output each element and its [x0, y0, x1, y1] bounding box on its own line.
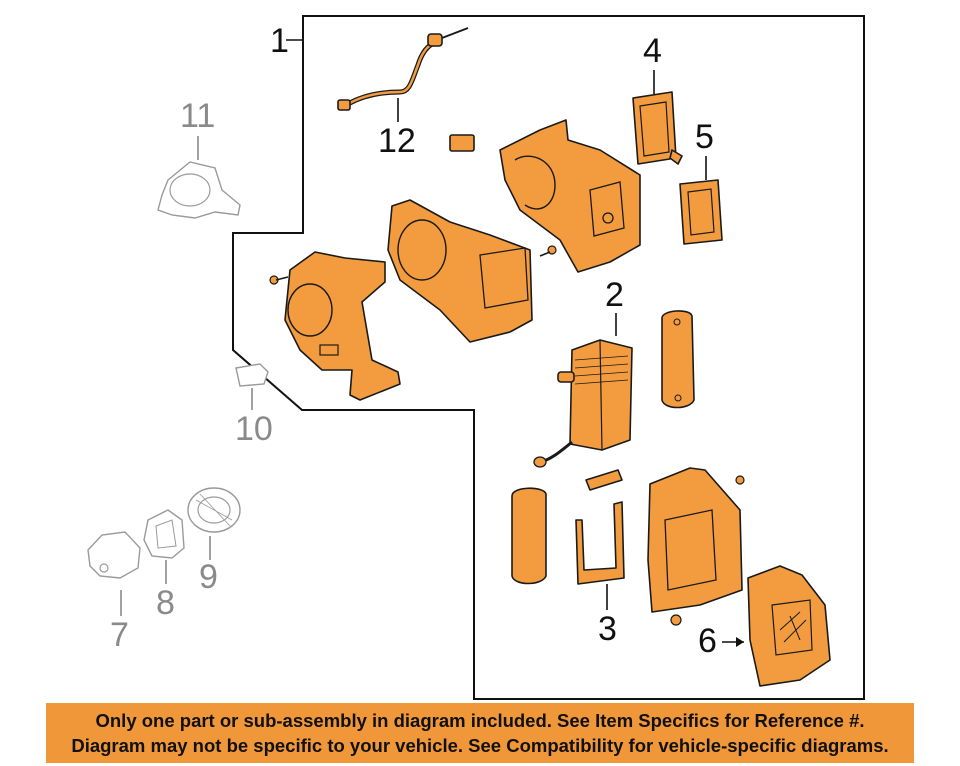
screw-upper — [539, 245, 557, 257]
seal-strip-right — [661, 310, 695, 409]
part-4-door — [632, 91, 683, 165]
housing-blower — [284, 251, 401, 401]
callout-4: 4 — [643, 32, 662, 70]
callout-7: 7 — [110, 616, 129, 654]
seal-strip-left — [511, 487, 547, 585]
part-6-door — [747, 565, 831, 687]
callout-2: 2 — [605, 276, 624, 314]
housing-upper-rear — [499, 119, 641, 273]
part-11-actuator — [157, 161, 241, 219]
part-12-sensor-wire — [337, 27, 469, 111]
part-9-fan-wheel — [187, 487, 241, 533]
parts-diagram: 1 12 4 5 — [87, 15, 865, 700]
disclaimer-line-1: Only one part or sub-assembly in diagram… — [95, 710, 865, 731]
callout-5: 5 — [695, 118, 714, 156]
housing-lower — [647, 467, 745, 626]
disclaimer-banner: Only one part or sub-assembly in diagram… — [46, 703, 914, 763]
part-10-resistor — [235, 363, 269, 387]
small-clip — [449, 134, 475, 152]
callout-9: 9 — [199, 558, 218, 596]
screw-left — [269, 275, 289, 285]
part-5-seal — [679, 179, 723, 245]
callout-10: 10 — [235, 410, 273, 448]
callout-11: 11 — [180, 97, 215, 135]
disclaimer-line-2: Diagram may not be specific to your vehi… — [71, 735, 889, 756]
callout-1: 1 — [270, 22, 289, 60]
assembly-outline — [232, 15, 865, 700]
callout-8: 8 — [156, 584, 175, 622]
part-8-gasket — [143, 509, 185, 559]
part-2-evaporator — [533, 339, 633, 468]
callout-12: 12 — [378, 122, 416, 160]
part-7-motor — [87, 531, 141, 579]
callout-6: 6 — [698, 622, 717, 660]
part-3-frame — [575, 469, 625, 585]
callout-3: 3 — [598, 610, 617, 648]
housing-middle — [387, 199, 533, 343]
